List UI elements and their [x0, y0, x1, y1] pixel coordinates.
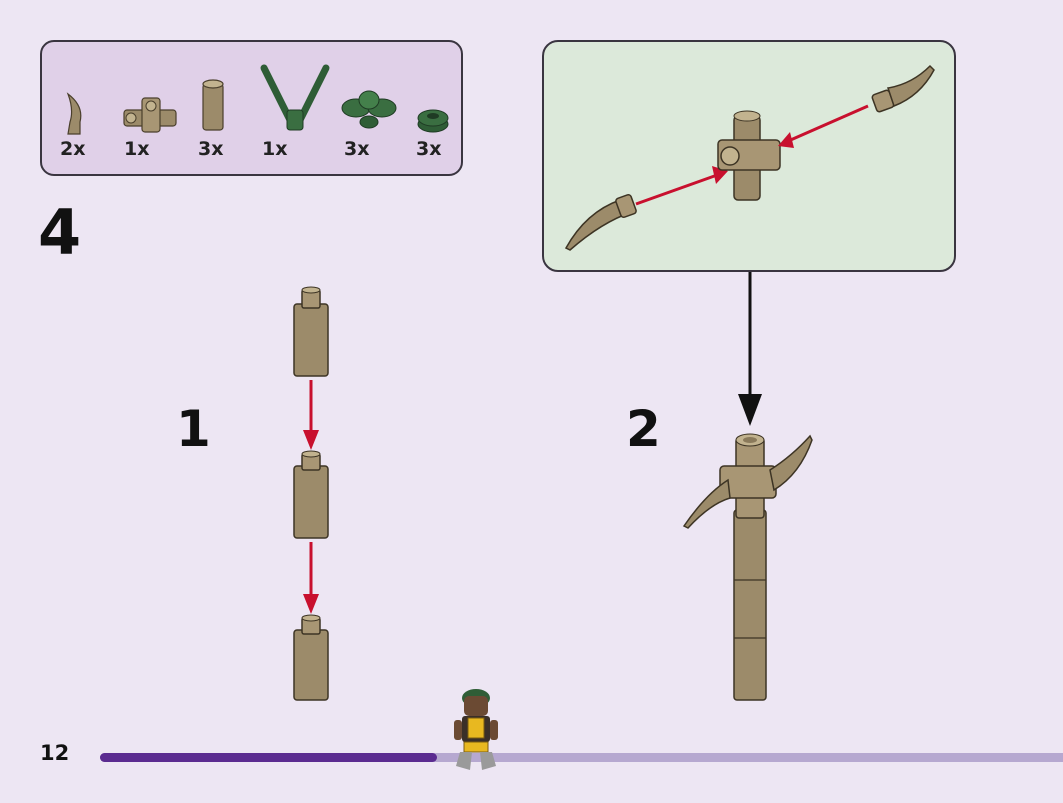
- green-branch-piece-icon: [260, 64, 330, 131]
- part-count: 3x: [198, 138, 224, 160]
- red-arrow: [635, 172, 721, 206]
- substep-1-illustration: [293, 286, 329, 701]
- claw-piece: [564, 193, 637, 251]
- part-count: 2x: [60, 138, 86, 160]
- substep-label: 2: [626, 400, 661, 458]
- page-number: 12: [40, 741, 70, 765]
- substep-2-illustration: [682, 433, 813, 701]
- assembled-column: [682, 433, 813, 701]
- progress-bar-track: [100, 753, 1063, 762]
- callout-illustration: [564, 64, 935, 251]
- parts-list-box: 2x 1x 3x 1x 3x 3x: [40, 40, 463, 176]
- black-arrow: [738, 272, 762, 426]
- part-count: 1x: [262, 138, 288, 160]
- substep-label: 1: [176, 400, 211, 458]
- part-count: 1x: [124, 138, 150, 160]
- round-brick: [293, 286, 329, 377]
- round-brick: [293, 450, 329, 539]
- red-arrowhead: [778, 132, 794, 148]
- part-count: 3x: [416, 138, 442, 160]
- green-round-plate-piece-icon: [417, 109, 449, 133]
- step-number: 4: [38, 196, 82, 269]
- cross-connector-piece: [717, 110, 781, 201]
- tan-round-brick-piece-icon: [202, 79, 224, 131]
- tan-cross-connector-piece-icon: [123, 97, 177, 133]
- part-count: 3x: [344, 138, 370, 160]
- progress-bar-fill: [100, 753, 438, 762]
- red-arrowhead: [303, 594, 319, 614]
- red-arrowhead: [303, 430, 319, 450]
- tan-claw-piece-icon: [66, 92, 82, 135]
- green-leaf-plant-piece-icon: [341, 90, 397, 129]
- red-arrow: [785, 104, 869, 144]
- claw-piece: [871, 64, 935, 113]
- minifigure-icon: [454, 689, 498, 770]
- round-brick: [293, 614, 329, 701]
